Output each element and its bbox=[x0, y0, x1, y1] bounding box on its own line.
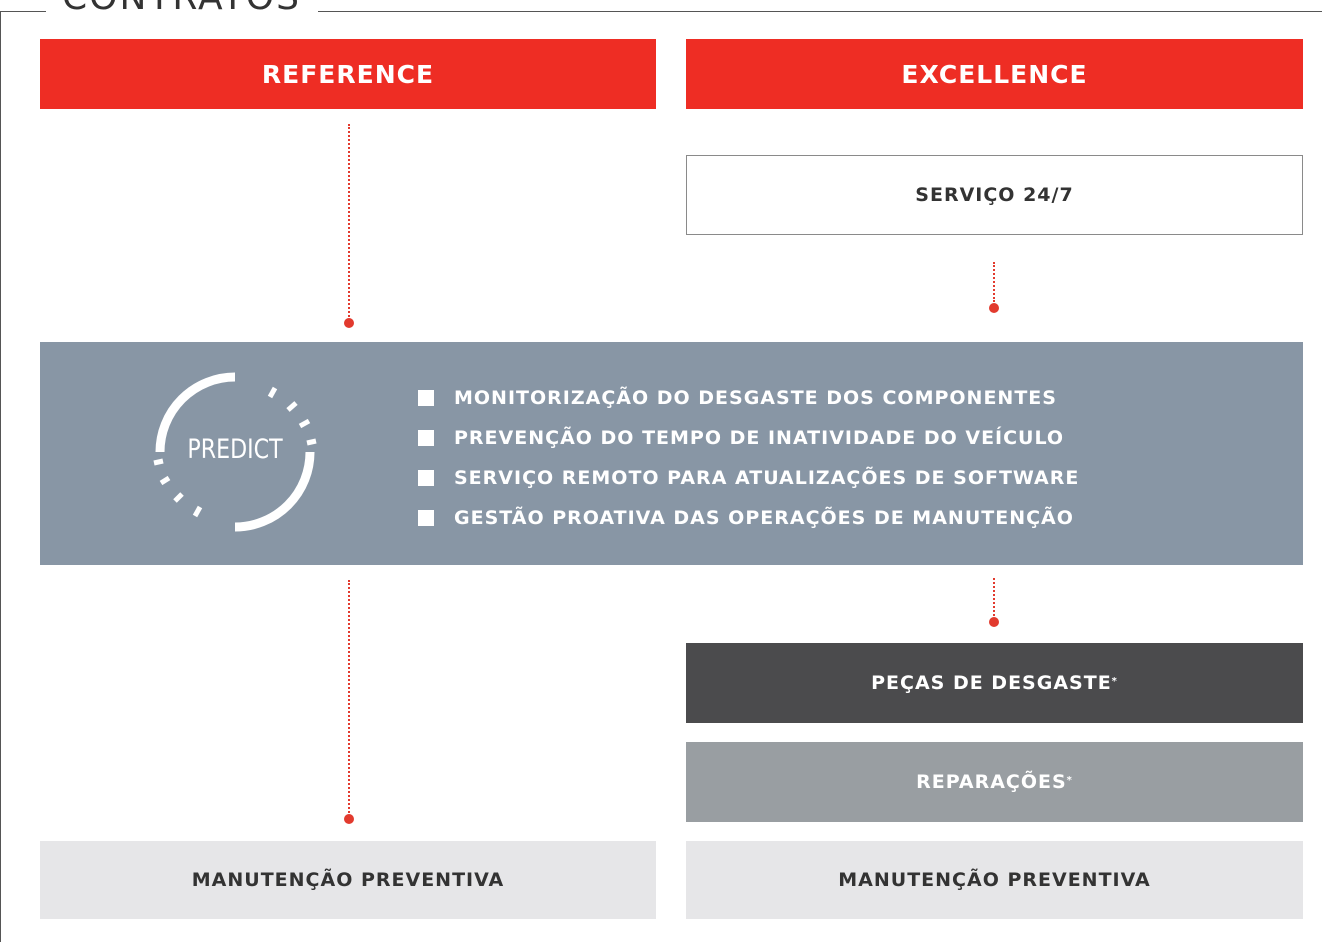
frame-top-right bbox=[318, 11, 1322, 12]
repairs-box: REPARAÇÕES* bbox=[686, 742, 1303, 822]
predict-logo: PREDICT bbox=[150, 367, 320, 537]
repairs-label: REPARAÇÕES bbox=[916, 771, 1067, 793]
excellence-header-label: EXCELLENCE bbox=[901, 59, 1088, 89]
left-connector-top-dot bbox=[344, 318, 354, 328]
frame-top-left bbox=[0, 11, 46, 12]
predict-logo-text: PREDICT bbox=[187, 434, 283, 465]
section-title: CONTRATOS bbox=[56, 0, 307, 18]
square-bullet-icon bbox=[418, 430, 434, 446]
footnote-marker: * bbox=[1066, 774, 1073, 786]
square-bullet-icon bbox=[418, 510, 434, 526]
right-connector-bottom bbox=[993, 578, 995, 616]
service-24-7-box: SERVIÇO 24/7 bbox=[686, 155, 1303, 235]
feature-label: PREVENÇÃO DO TEMPO DE INATIVIDADE DO VEÍ… bbox=[454, 427, 1065, 449]
square-bullet-icon bbox=[418, 390, 434, 406]
right-connector-top-dot bbox=[989, 303, 999, 313]
excellence-preventive-maintenance-box: MANUTENÇÃO PREVENTIVA bbox=[686, 841, 1303, 919]
excellence-preventive-maintenance-label: MANUTENÇÃO PREVENTIVA bbox=[838, 869, 1151, 891]
left-connector-bottom bbox=[348, 580, 350, 813]
left-connector-top bbox=[348, 124, 350, 317]
wear-parts-box: PEÇAS DE DESGASTE* bbox=[686, 643, 1303, 723]
frame-left bbox=[0, 11, 1, 942]
feature-label: SERVIÇO REMOTO PARA ATUALIZAÇÕES DE SOFT… bbox=[454, 467, 1080, 489]
list-item: PREVENÇÃO DO TEMPO DE INATIVIDADE DO VEÍ… bbox=[418, 418, 1079, 458]
square-bullet-icon bbox=[418, 470, 434, 486]
footnote-marker: * bbox=[1111, 675, 1118, 687]
reference-header: REFERENCE bbox=[40, 39, 656, 109]
right-connector-top bbox=[993, 262, 995, 302]
feature-label: GESTÃO PROATIVA DAS OPERAÇÕES DE MANUTEN… bbox=[454, 507, 1074, 529]
excellence-header: EXCELLENCE bbox=[686, 39, 1303, 109]
list-item: GESTÃO PROATIVA DAS OPERAÇÕES DE MANUTEN… bbox=[418, 498, 1079, 538]
service-24-7-label: SERVIÇO 24/7 bbox=[915, 184, 1074, 206]
right-connector-bottom-dot bbox=[989, 617, 999, 627]
list-item: SERVIÇO REMOTO PARA ATUALIZAÇÕES DE SOFT… bbox=[418, 458, 1079, 498]
wear-parts-label: PEÇAS DE DESGASTE bbox=[871, 672, 1112, 694]
feature-label: MONITORIZAÇÃO DO DESGASTE DOS COMPONENTE… bbox=[454, 387, 1057, 409]
predict-feature-list: MONITORIZAÇÃO DO DESGASTE DOS COMPONENTE… bbox=[418, 378, 1079, 538]
list-item: MONITORIZAÇÃO DO DESGASTE DOS COMPONENTE… bbox=[418, 378, 1079, 418]
reference-preventive-maintenance-box: MANUTENÇÃO PREVENTIVA bbox=[40, 841, 656, 919]
predict-ring-icon bbox=[153, 372, 317, 532]
predict-band: PREDICT MONITORIZAÇÃO DO DESGASTE DOS CO… bbox=[40, 342, 1303, 565]
left-connector-bottom-dot bbox=[344, 814, 354, 824]
reference-preventive-maintenance-label: MANUTENÇÃO PREVENTIVA bbox=[191, 869, 505, 891]
reference-header-label: REFERENCE bbox=[261, 59, 435, 89]
